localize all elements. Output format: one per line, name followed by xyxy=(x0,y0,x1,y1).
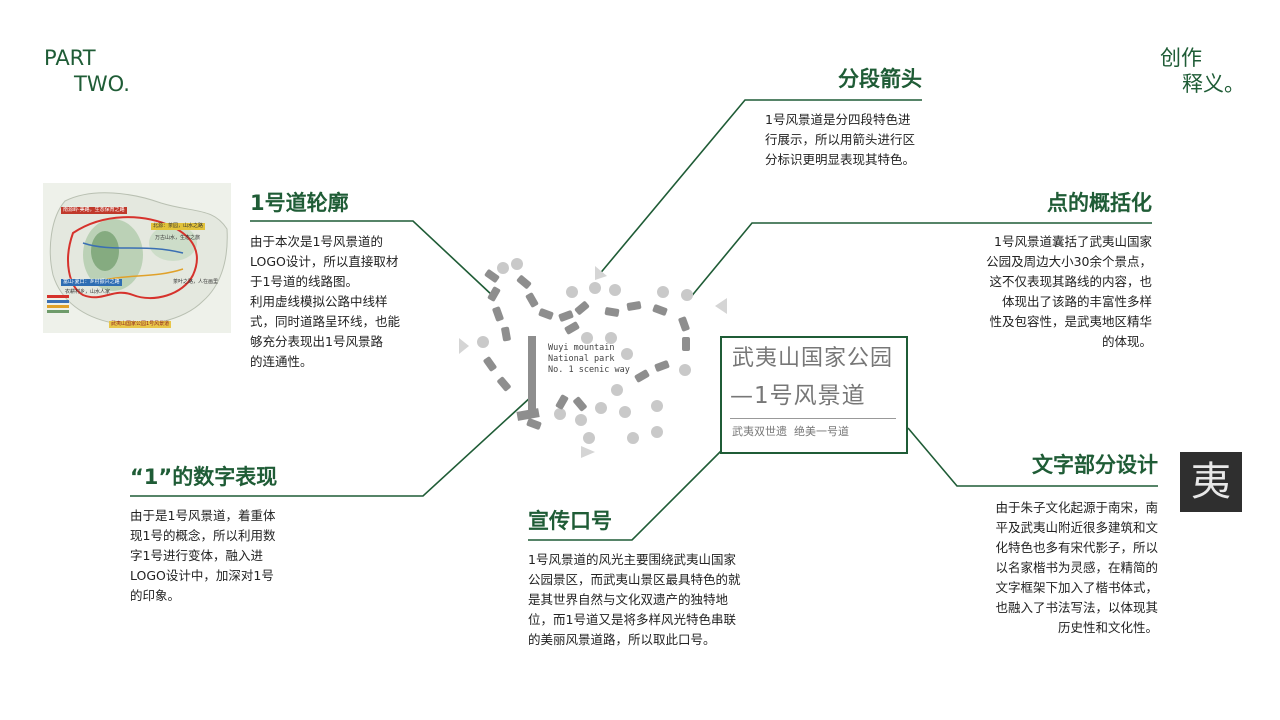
connector-outline xyxy=(250,220,494,297)
outline-line-5: 式，同时道路呈环线，也能 xyxy=(250,314,401,329)
part-label-line1: PART xyxy=(44,46,96,70)
dots-line-5: 性及包容性，是武夷地区精华 xyxy=(989,314,1152,329)
map-legend xyxy=(47,293,69,315)
dots-line-4: 体现出了该路的丰富性多样 xyxy=(1001,294,1152,309)
route-map-image: 南源岭·美路，生态保育之路 北源：茶园，山水之路 万古山水，生态之旅 富山·夏口… xyxy=(43,183,231,333)
logo-arrow-left xyxy=(459,338,469,354)
number-line-1: 由于是1号风景道，着重体 xyxy=(130,508,276,523)
logo-arrow-bottom xyxy=(581,446,595,458)
connector-arrows xyxy=(597,99,922,277)
logo-numeral-one xyxy=(516,336,540,421)
chapter-label: 创作 释义。 xyxy=(1160,45,1250,97)
connector-dots xyxy=(689,222,1152,299)
dots-line-3: 这不仅表现其路线的内容，也 xyxy=(989,274,1152,289)
slogan-description: 1号风景道的风光主要围绕武夷山国家 公园景区，而武夷山景区最具特色的就 是其世界… xyxy=(528,550,768,650)
number-line-4: LOGO设计中，加深对1号 xyxy=(130,568,274,583)
text-design-line-3: 化特色也多有宋代影子，所以 xyxy=(995,540,1158,555)
logo-dots xyxy=(477,258,693,444)
logo-slogan: 武夷双世遗 绝美一号道 xyxy=(732,425,849,438)
part-label-line2: TWO. xyxy=(74,72,130,96)
text-design-line-2: 平及武夷山附近很多建筑和文 xyxy=(995,520,1158,535)
outline-line-2: LOGO设计，所以直接取材 xyxy=(250,254,399,269)
dots-line-6: 的体现。 xyxy=(1101,334,1152,349)
map-label-6: 茶叶之路，人在画里 xyxy=(173,279,219,285)
arrows-line-1: 1号风景道是分四段特色进 xyxy=(765,112,911,127)
outline-line-7: 的连通性。 xyxy=(250,354,313,369)
chapter-label-line2: 释义。 xyxy=(1182,72,1245,96)
calligraphy-sample-image: 夷 xyxy=(1180,452,1242,512)
outline-title: 1号道轮廓 xyxy=(250,191,349,215)
map-label-3: 万古山水，生态之旅 xyxy=(155,235,201,241)
text-design-line-5: 文字框架下加入了楷书体式， xyxy=(995,580,1158,595)
slogan-line-2: 公园景区，而武夷山景区最具特色的就 xyxy=(528,572,741,587)
slogan-line-3: 是其世界自然与文化双遗产的独特地 xyxy=(528,592,729,607)
text-design-description: 由于朱子文化起源于南宋，南 平及武夷山附近很多建筑和文 化特色也多有宋代影子，所… xyxy=(958,498,1158,638)
slogan-line-1: 1号风景道的风光主要围绕武夷山国家 xyxy=(528,552,736,567)
map-label-5: 农耕村乡，山水人家 xyxy=(65,289,111,295)
logo-english-line-3: No. 1 scenic way xyxy=(548,365,630,375)
text-design-line-6: 也融入了书法写法，以体现其 xyxy=(995,600,1158,615)
text-design-line-7: 历史性和文化性。 xyxy=(1057,620,1158,635)
dots-line-2: 公园及周边大小30余个景点， xyxy=(986,254,1152,269)
number-line-2: 现1号的概念，所以利用数 xyxy=(130,528,276,543)
logo-title-line-1: 武夷山国家公园 xyxy=(732,346,894,371)
arrows-description: 1号风景道是分四段特色进 行展示，所以用箭头进行区 分标识更明显表现其特色。 xyxy=(765,110,935,170)
logo-english-text: Wuyi mountain National park No. 1 scenic… xyxy=(548,343,630,376)
slogan-title: 宣传口号 xyxy=(528,509,612,533)
logo-english-line-1: Wuyi mountain xyxy=(548,343,615,353)
slogan-line-4: 位，而1号道又是将多样风光特色串联 xyxy=(528,612,736,627)
dots-line-1: 1号风景道囊括了武夷山国家 xyxy=(994,234,1152,249)
number-line-3: 字1号进行变体，融入进 xyxy=(130,548,263,563)
number-line-5: 的印象。 xyxy=(130,588,181,603)
text-design-title: 文字部分设计 xyxy=(1032,453,1158,477)
part-label: PART TWO. xyxy=(44,45,130,97)
connector-text-design xyxy=(907,427,1158,487)
map-title-label: 武夷山国家公园1号风景道 xyxy=(109,321,172,328)
map-label-2: 北源：茶园，山水之路 xyxy=(151,223,206,230)
logo-arrow-top xyxy=(595,266,607,280)
logo-title-line-2: —1号风景道 xyxy=(730,383,866,409)
outline-line-6: 够充分表现出1号风景路 xyxy=(250,334,383,349)
dots-description: 1号风景道囊括了武夷山国家 公园及周边大小30余个景点， 这不仅表现其路线的内容… xyxy=(952,232,1152,352)
chapter-label-line1: 创作 xyxy=(1160,46,1202,70)
logo-arrow-right xyxy=(715,298,727,314)
arrows-line-3: 分标识更明显表现其特色。 xyxy=(765,152,916,167)
logo-graphic xyxy=(459,258,727,458)
logo-english-line-2: National park xyxy=(548,354,615,364)
logo-route-dashes xyxy=(483,269,690,430)
outline-description: 由于本次是1号风景道的 LOGO设计，所以直接取材 于1号道的线路图。 利用虚线… xyxy=(250,232,425,372)
outline-line-3: 于1号道的线路图。 xyxy=(250,274,358,289)
map-label-4: 富山·夏口：乡村振兴之路 xyxy=(61,279,122,286)
text-design-line-4: 以名家楷书为灵感，在精简的 xyxy=(995,560,1158,575)
map-label-1: 南源岭·美路，生态保育之路 xyxy=(61,207,127,214)
route-map-drawing xyxy=(49,192,228,326)
outline-line-4: 利用虚线模拟公路中线样 xyxy=(250,294,388,309)
logo-divider xyxy=(730,418,896,419)
connector-number xyxy=(130,395,533,497)
logo-text-box: 武夷山国家公园 —1号风景道 武夷双世遗 绝美一号道 xyxy=(720,336,908,454)
logo-arrows xyxy=(459,266,727,458)
connector-slogan xyxy=(528,449,723,541)
number-title: “1”的数字表现 xyxy=(130,465,278,489)
arrows-title: 分段箭头 xyxy=(838,67,922,91)
slogan-line-5: 的美丽风景道路，所以取此口号。 xyxy=(528,632,716,647)
number-description: 由于是1号风景道，着重体 现1号的概念，所以利用数 字1号进行变体，融入进 LO… xyxy=(130,506,310,606)
dots-title: 点的概括化 xyxy=(1047,191,1152,215)
outline-line-1: 由于本次是1号风景道的 xyxy=(250,234,383,249)
arrows-line-2: 行展示，所以用箭头进行区 xyxy=(765,132,916,147)
text-design-line-1: 由于朱子文化起源于南宋，南 xyxy=(995,500,1158,515)
